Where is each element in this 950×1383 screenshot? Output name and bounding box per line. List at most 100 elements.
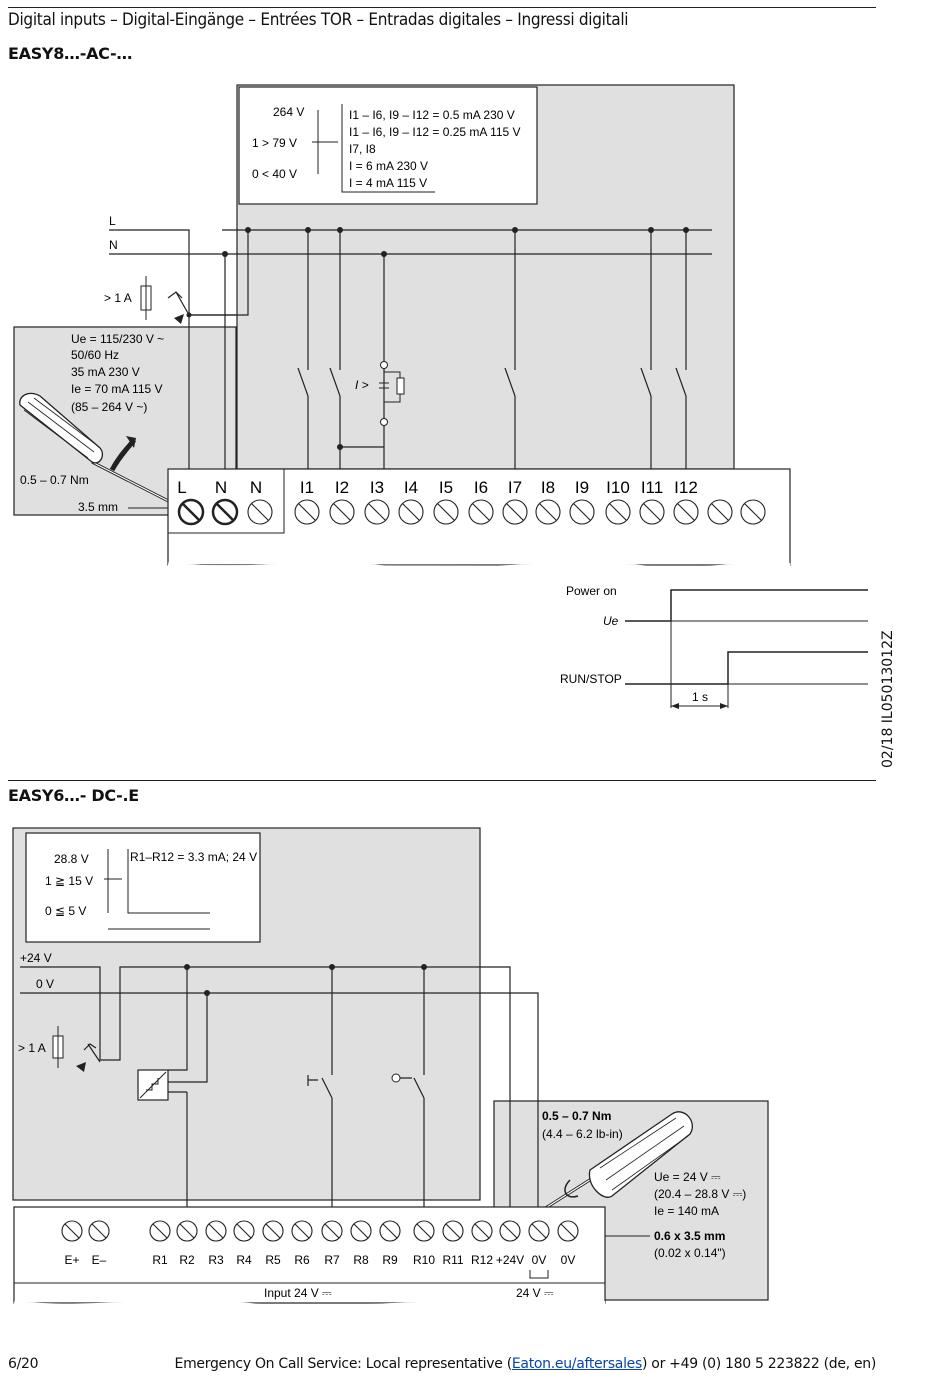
rail-label-l: L xyxy=(109,214,116,228)
terminal-label-i7: I7 xyxy=(508,478,522,497)
dc-spec-ue: Ue = 24 V ⎓ xyxy=(654,1170,721,1184)
screw-slot xyxy=(539,503,557,521)
timing-ue-label: Ue xyxy=(603,614,619,628)
rail-label-n: N xyxy=(109,238,118,252)
timing-run-label: RUN/STOP xyxy=(560,672,622,686)
torque-label: 0.5 – 0.7 Nm xyxy=(20,473,89,487)
screw-slot xyxy=(560,1223,576,1239)
terminal-label-i10: I10 xyxy=(606,478,630,497)
screw-slot xyxy=(208,1223,224,1239)
terminal-label-i1: I1 xyxy=(300,478,314,497)
screw-slot xyxy=(265,1223,281,1239)
timing-delay-label: 1 s xyxy=(692,690,708,704)
screw-slot xyxy=(181,502,201,522)
terminal-label-i12: I12 xyxy=(674,478,698,497)
terminal-label-i2: I2 xyxy=(335,478,349,497)
terminal-label-i11: I11 xyxy=(641,478,663,497)
timing-power-label: Power on xyxy=(566,584,617,598)
terminal-label-i9: I9 xyxy=(575,478,589,497)
threshold-264v: 264 V xyxy=(273,105,304,119)
screw-slot xyxy=(324,1223,340,1239)
terminal-label-i5: I5 xyxy=(439,478,453,497)
footer-suffix: ) or +49 (0) 180 5 223822 (de, en) xyxy=(642,1356,876,1372)
dc-torque-label: 0.5 – 0.7 Nm xyxy=(542,1109,611,1123)
spec-ue: Ue = 115/230 V ~ xyxy=(71,332,164,346)
section1-title: EASY8…-AC-… xyxy=(8,44,133,63)
dc-spec-ie: Ie = 140 mA xyxy=(654,1204,719,1218)
screw-slot xyxy=(179,1223,195,1239)
current-line-3: I7, I8 xyxy=(349,142,376,156)
screw-slot xyxy=(298,503,316,521)
terminal-label-n: N xyxy=(250,478,262,497)
rail-label-24v: +24 V xyxy=(20,951,52,965)
spec-range: (85 – 264 V ~) xyxy=(71,400,147,414)
terminal-label-n: N xyxy=(215,478,227,497)
screw-slot xyxy=(353,1223,369,1239)
screw-slot xyxy=(609,503,627,521)
screw-slot xyxy=(502,1223,518,1239)
dc-threshold-0: 0 ≦ 5 V xyxy=(45,904,86,918)
screw-slot xyxy=(677,503,695,521)
dc-torque-imperial: (4.4 – 6.2 lb-in) xyxy=(542,1127,623,1141)
screw-slot xyxy=(643,503,661,521)
dc-spec-range: (20.4 – 28.8 V ⎓) xyxy=(654,1187,746,1201)
terminal-label-r6: R6 xyxy=(294,1253,310,1267)
screw-slot xyxy=(416,1223,432,1239)
terminal-label-i4: I4 xyxy=(404,478,418,497)
easy8-ac-wiring-diagram: 264 V 1 > 79 V 0 < 40 V I1 – I6, I9 – I1… xyxy=(13,84,868,709)
terminal-label-r4: R4 xyxy=(236,1253,252,1267)
screw-slot xyxy=(472,503,490,521)
spec-frequency: 50/60 Hz xyxy=(71,348,119,362)
terminal-label-r5: R5 xyxy=(265,1253,281,1267)
screw-slot xyxy=(711,503,729,521)
screw-slot xyxy=(152,1223,168,1239)
terminal-label-r7: R7 xyxy=(324,1253,340,1267)
screw-slot xyxy=(333,503,351,521)
terminal-label-r11: R11 xyxy=(442,1253,463,1267)
threshold-0: 0 < 40 V xyxy=(252,167,297,181)
terminal-label-r8: R8 xyxy=(353,1253,369,1267)
screw-slot xyxy=(236,1223,252,1239)
terminal-label-i6: I6 xyxy=(474,478,488,497)
current-line-4: I = 6 mA 230 V xyxy=(349,159,428,173)
document-code: 02/18 IL05013012Z xyxy=(880,630,896,768)
terminal-label--24v: +24V xyxy=(496,1253,524,1267)
dc-current-label: R1–R12 = 3.3 mA; 24 V xyxy=(130,850,257,864)
terminal-label-0v: 0V xyxy=(561,1253,576,1267)
fuse-label: > 1 A xyxy=(104,291,132,305)
terminal-label-r10: R10 xyxy=(413,1253,435,1267)
supply-24v-label: 24 V ⎓ xyxy=(516,1286,554,1300)
screw-slot xyxy=(445,1223,461,1239)
terminal-label-r1: R1 xyxy=(152,1253,168,1267)
terminal-label-r3: R3 xyxy=(208,1253,224,1267)
screw-slot xyxy=(382,1223,398,1239)
screw-slot xyxy=(474,1223,490,1239)
screw-slot xyxy=(64,1223,80,1239)
dc-blade-label: 0.6 x 3.5 mm xyxy=(654,1229,725,1243)
dc-threshold-1: 1 ≧ 15 V xyxy=(45,874,93,888)
terminal-label-e-: E– xyxy=(92,1253,107,1267)
terminal-label-r9: R9 xyxy=(382,1253,398,1267)
section2-title: EASY6…- DC-.E xyxy=(8,786,139,805)
aftersales-link[interactable]: Eaton.eu/aftersales xyxy=(511,1356,642,1372)
screw-slot xyxy=(402,503,420,521)
page-header-title: Digital inputs – Digital-Eingänge – Entr… xyxy=(8,10,629,30)
screw-slot xyxy=(531,1223,547,1239)
sensor-icon xyxy=(137,1069,169,1101)
rail-label-0v: 0 V xyxy=(36,977,54,991)
footer-prefix: Emergency On Call Service: Local represe… xyxy=(174,1356,513,1372)
dc-blade-imperial: (0.02 x 0.14") xyxy=(654,1246,726,1260)
screw-slot xyxy=(744,503,762,521)
spec-ie: Ie = 70 mA 115 V xyxy=(71,382,163,396)
footer-service-text: Emergency On Call Service: Local represe… xyxy=(174,1356,877,1372)
terminal-label-i8: I8 xyxy=(541,478,555,497)
input-24v-label: Input 24 V ⎓ xyxy=(264,1286,332,1300)
screw-slot xyxy=(506,503,524,521)
screw-slot xyxy=(437,503,455,521)
overcurrent-label: I > xyxy=(355,378,369,392)
terminal-label-l: L xyxy=(177,478,186,497)
screw-slot xyxy=(294,1223,310,1239)
terminal-label-0v: 0V xyxy=(532,1253,547,1267)
